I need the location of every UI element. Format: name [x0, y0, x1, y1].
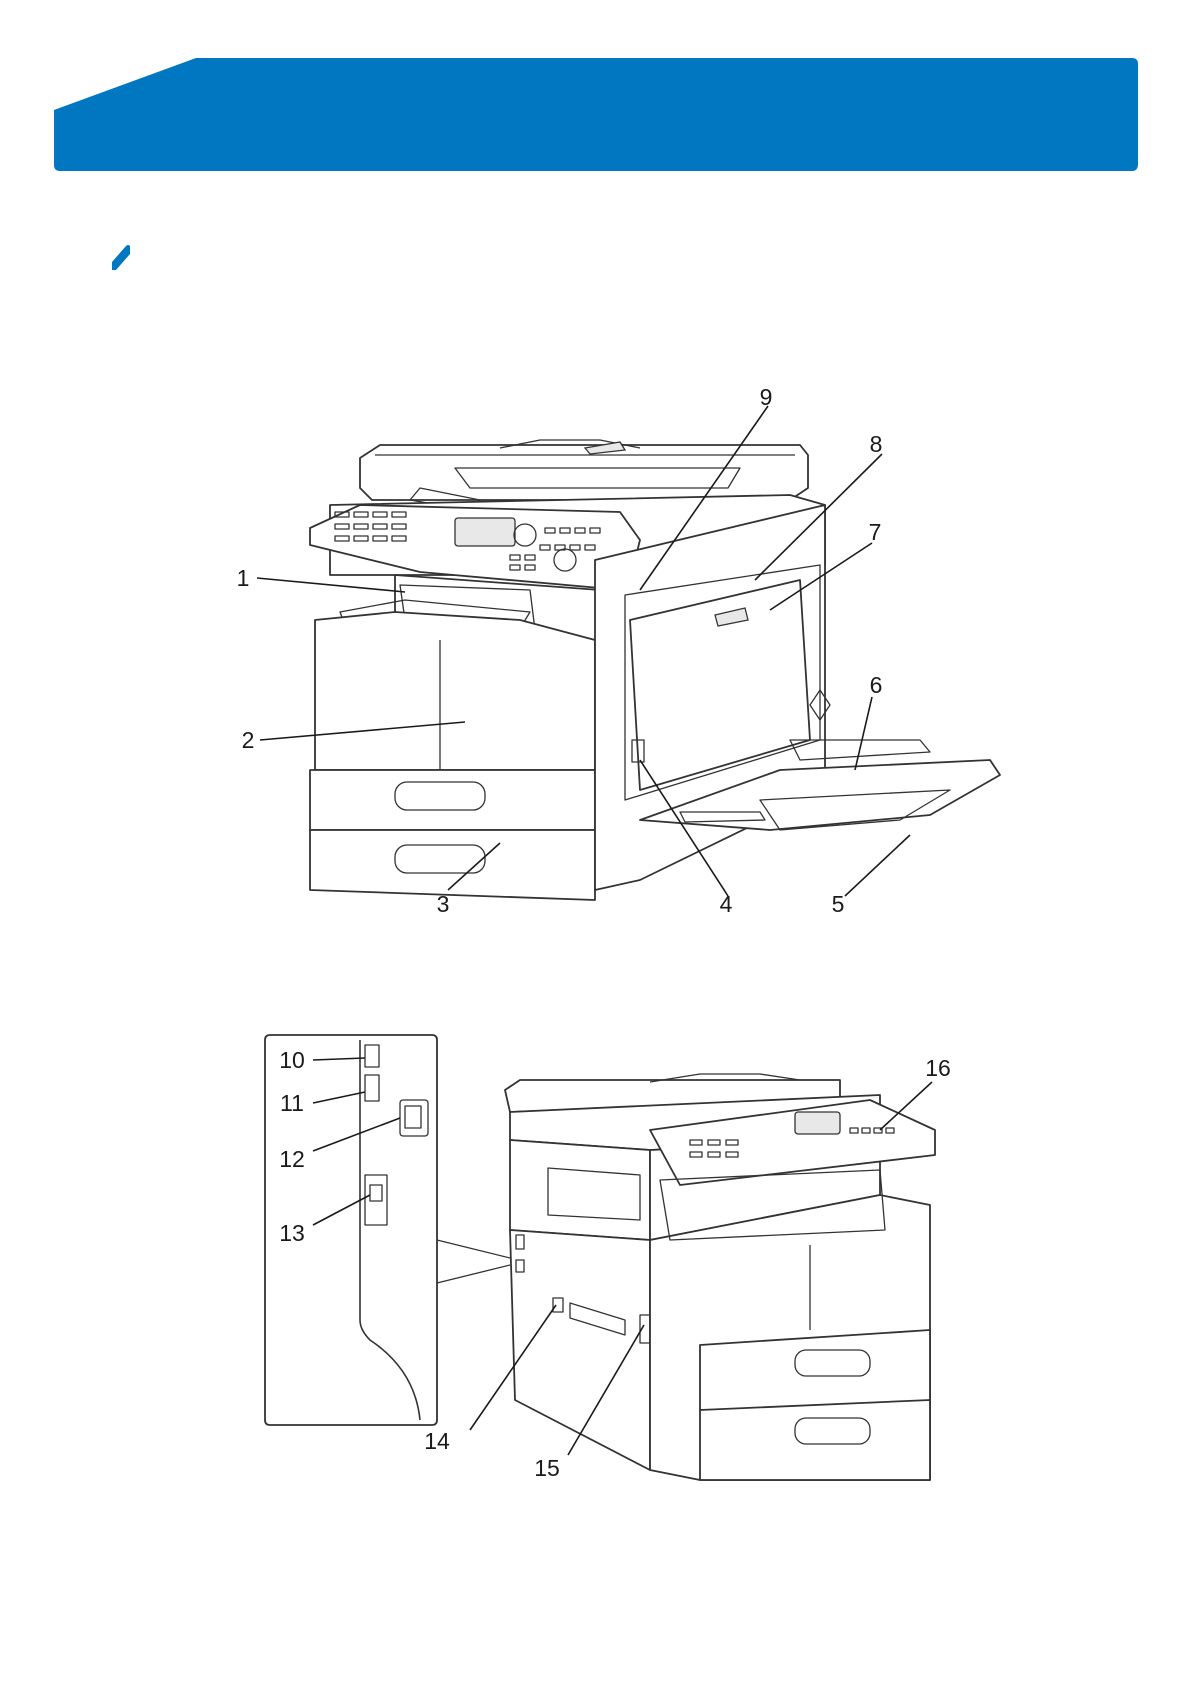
callout-12: 12 — [279, 1146, 305, 1172]
callout-16: 16 — [925, 1055, 951, 1081]
callout-13: 13 — [279, 1220, 305, 1246]
callout-10: 10 — [279, 1047, 305, 1073]
callout-14: 14 — [424, 1428, 450, 1454]
callout-15: 15 — [534, 1455, 560, 1481]
callout-11: 11 — [280, 1090, 304, 1116]
